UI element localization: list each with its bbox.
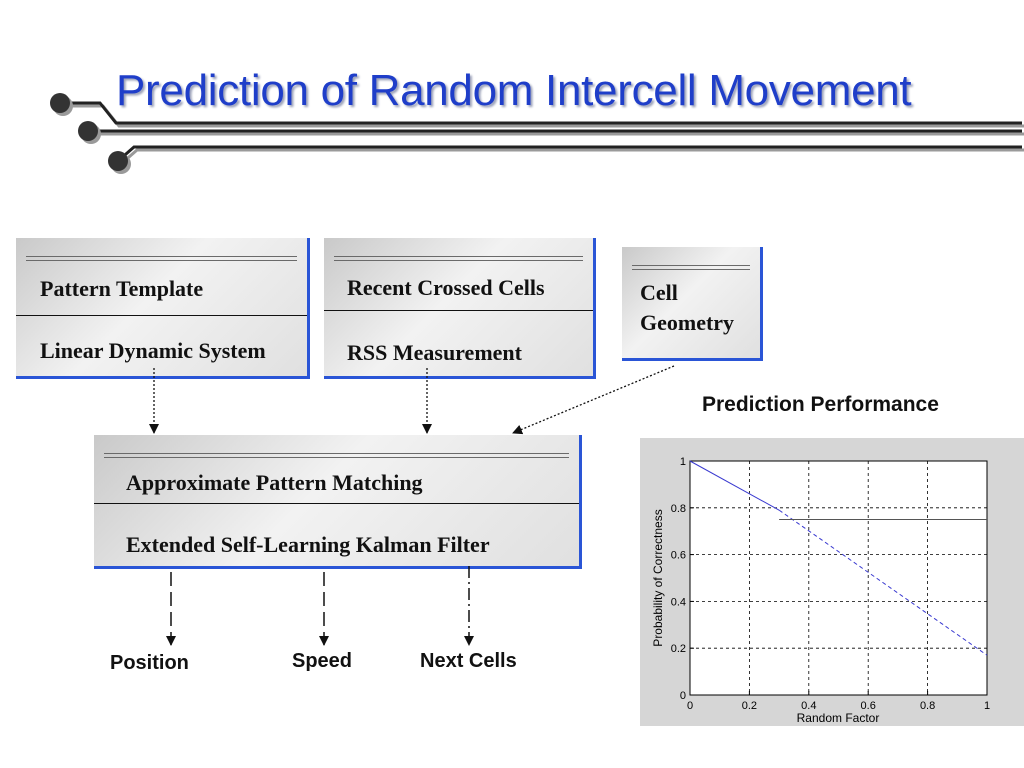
series-line xyxy=(689,460,780,511)
y-tick-label: 0 xyxy=(680,690,686,702)
kalman-filter-label: Extended Self-Learning Kalman Filter xyxy=(126,532,490,557)
y-tick-label: 0.8 xyxy=(671,503,686,515)
series-line xyxy=(778,509,988,656)
geometry-label: Geometry xyxy=(640,310,735,335)
arrow-geometry-to-matching xyxy=(512,365,675,435)
approximate-pattern-matching-label: Approximate Pattern Matching xyxy=(126,470,423,495)
page-title: Prediction of Random Intercell Movement xyxy=(116,66,912,115)
double-rule xyxy=(26,256,297,261)
rss-measurement-label: RSS Measurement xyxy=(347,340,522,365)
box-divider xyxy=(324,310,593,311)
box-divider xyxy=(94,503,579,504)
position-label: Position xyxy=(110,652,189,674)
x-tick-label: 1 xyxy=(984,700,990,712)
y-tick-label: 0.4 xyxy=(671,596,686,608)
speed-label: Speed xyxy=(292,650,353,672)
next-cells-label: Next Cells xyxy=(420,650,517,672)
box-divider xyxy=(16,315,307,316)
y-axis-label: Probability of Correctness xyxy=(651,509,665,646)
linear-dynamic-system-label: Linear Dynamic System xyxy=(40,338,266,363)
cell-label: Cell xyxy=(640,280,678,305)
y-tick-label: 0.2 xyxy=(671,643,686,655)
pattern-matching-box: Approximate Pattern Matching Extended Se… xyxy=(94,435,582,569)
double-rule xyxy=(632,265,750,270)
chart-svg: 0 0.2 0.4 0.6 0.8 1 0 0.2 0.4 0.6 0.8 1 Random Fact… xyxy=(651,456,990,725)
y-tick-label: 1 xyxy=(680,456,686,468)
double-rule xyxy=(334,256,583,261)
recent-crossed-cells-box: Recent Crossed Cells RSS Measurement xyxy=(324,238,596,379)
x-tick-label: 0.8 xyxy=(920,700,935,712)
performance-chart: 0 0.2 0.4 0.6 0.8 1 0 0.2 0.4 0.6 0.8 1 Random Fact… xyxy=(640,438,1024,726)
y-tick-label: 0.6 xyxy=(671,550,686,562)
recent-crossed-cells-label: Recent Crossed Cells xyxy=(347,275,545,300)
x-tick-label: 0.2 xyxy=(742,700,757,712)
x-axis-label: Random Factor xyxy=(797,711,880,725)
x-tick-label: 0 xyxy=(687,700,693,712)
pattern-template-box: Pattern Template Linear Dynamic System xyxy=(16,238,310,379)
x-tick-label: 0.6 xyxy=(861,700,876,712)
double-rule xyxy=(104,453,569,458)
x-tick-label: 0.4 xyxy=(801,700,816,712)
chart-title: Prediction Performance xyxy=(702,393,939,416)
plot-area xyxy=(689,460,988,696)
pattern-template-label: Pattern Template xyxy=(40,276,204,301)
cell-geometry-box: Cell Geometry xyxy=(622,247,763,361)
